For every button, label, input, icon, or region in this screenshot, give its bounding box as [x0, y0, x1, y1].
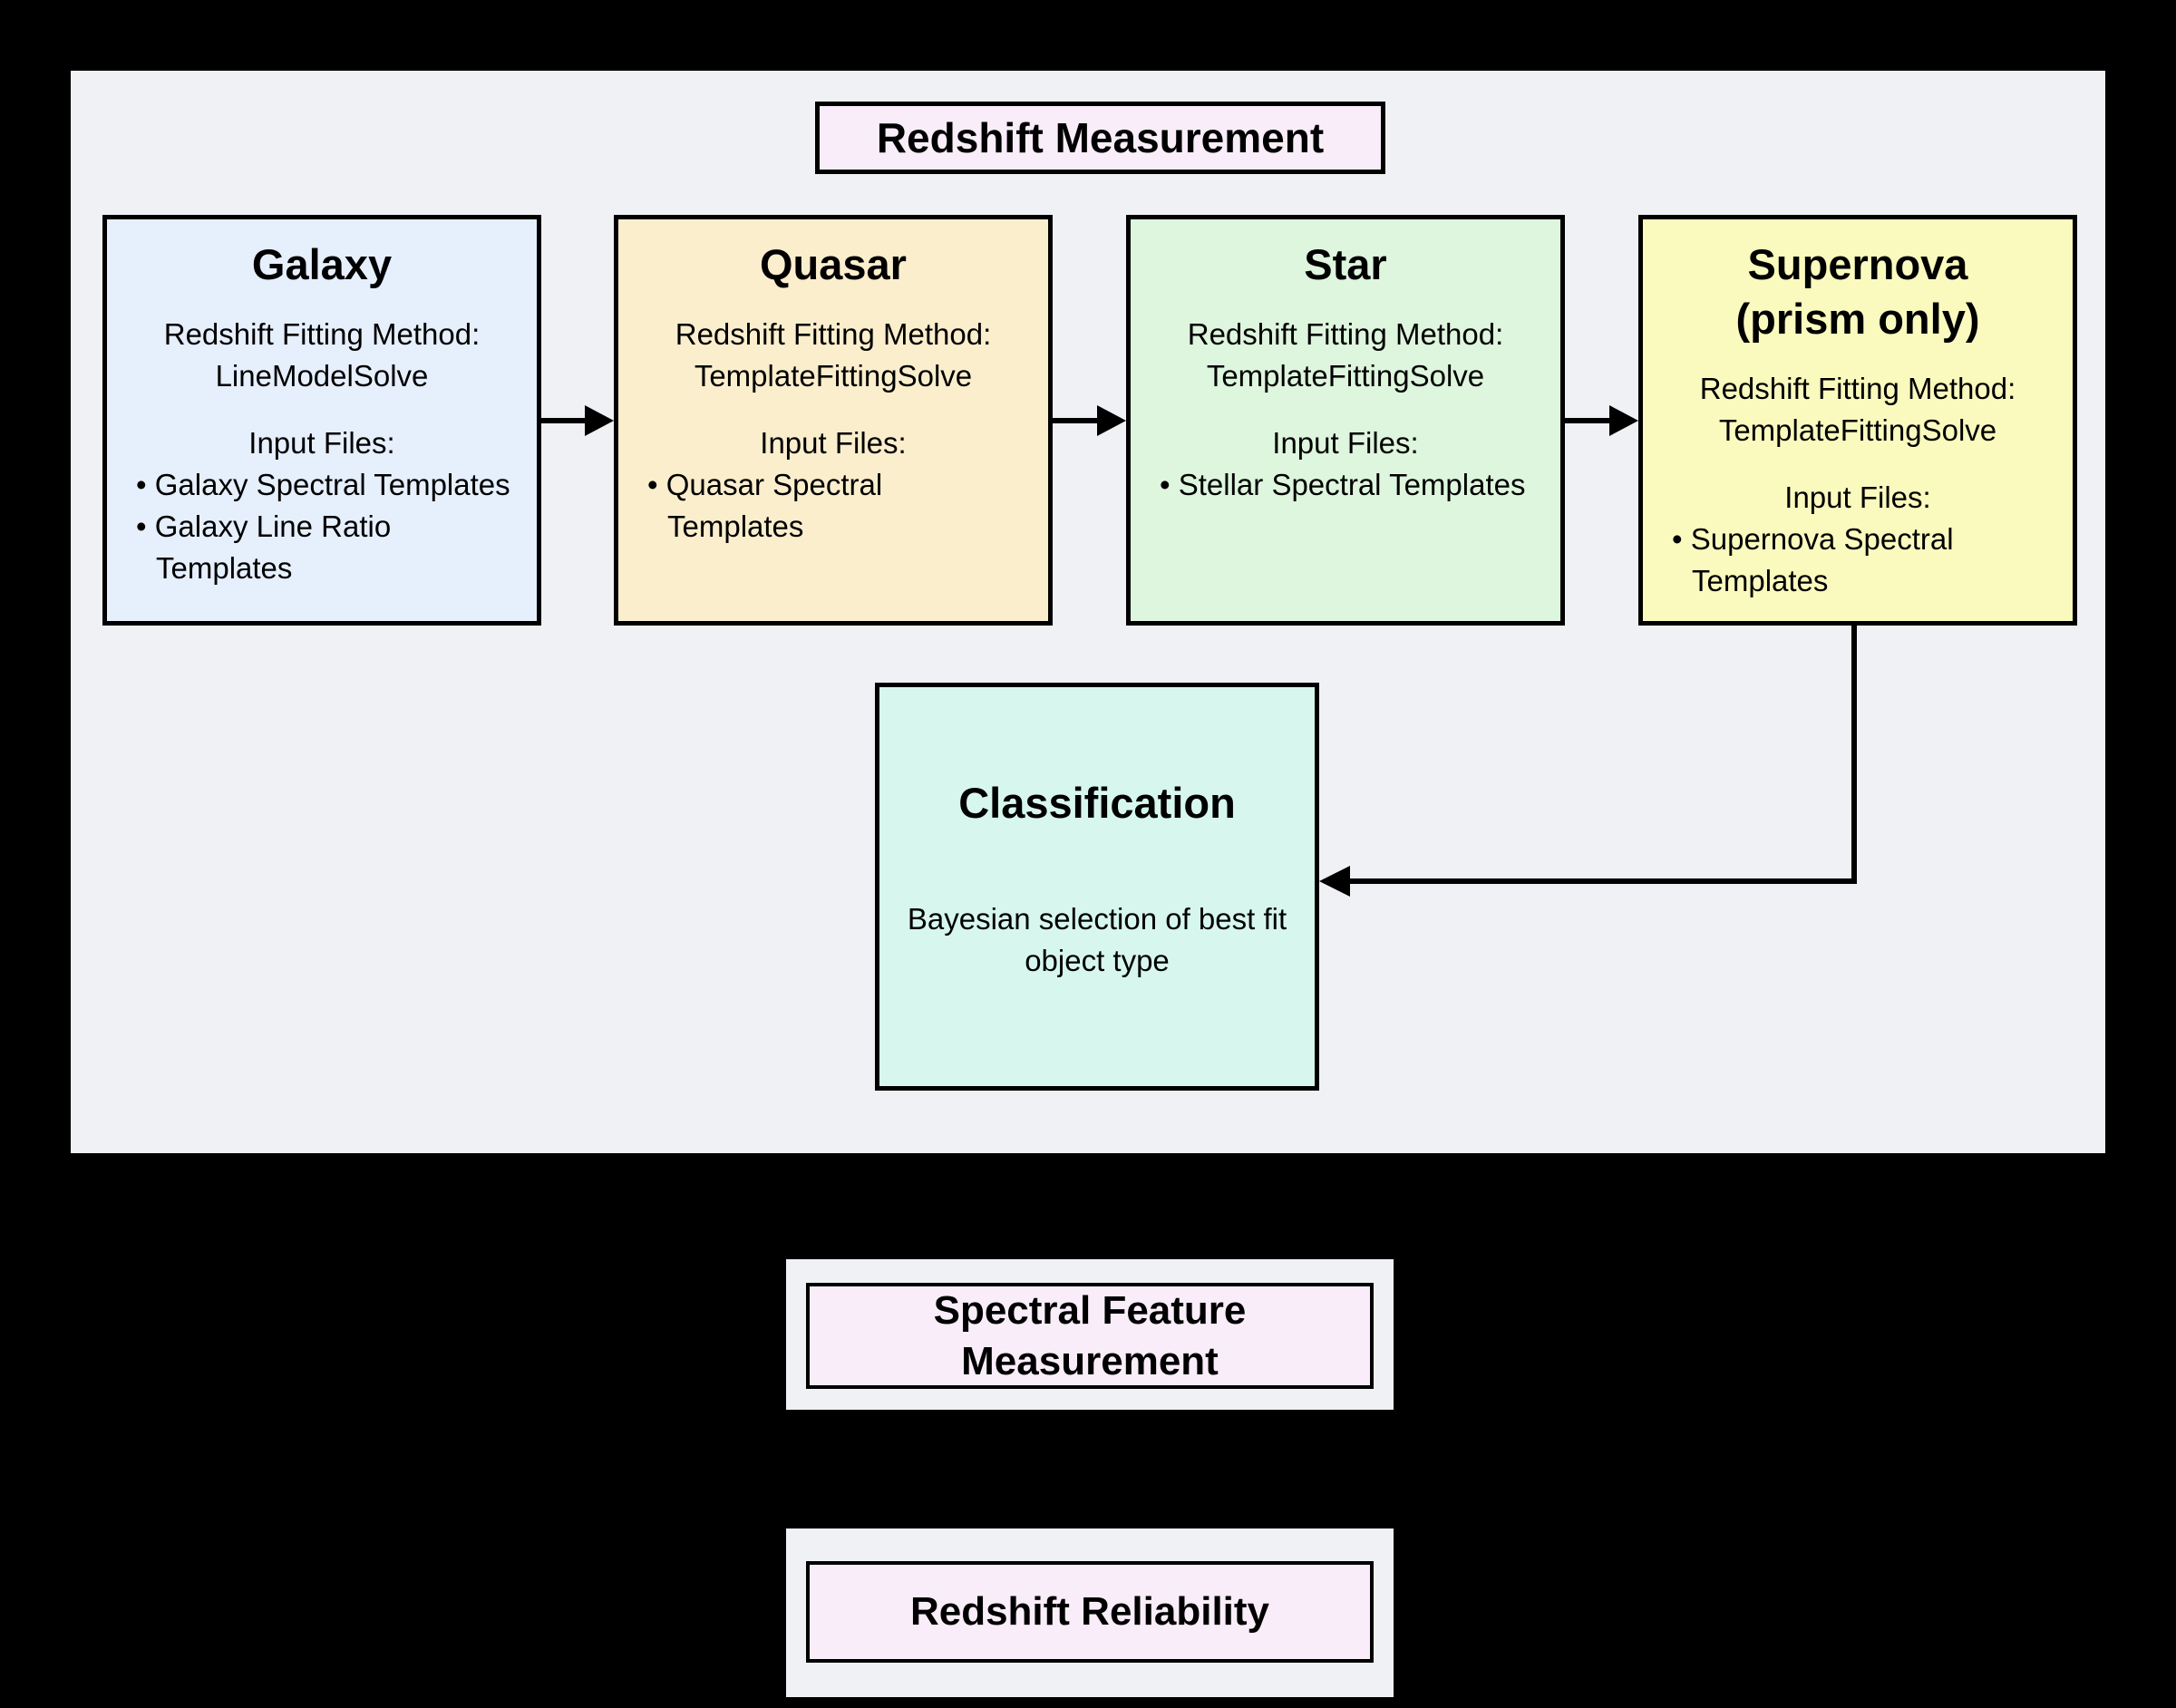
quasar-input-list: Quasar Spectral Templates — [636, 464, 1030, 548]
galaxy-box: Galaxy Redshift Fitting Method: LineMode… — [102, 215, 541, 626]
supernova-input-list: Supernova Spectral Templates — [1661, 519, 2055, 602]
redshift-measurement-panel: Redshift Measurement Galaxy Redshift Fit… — [71, 71, 2105, 1153]
galaxy-input-list: Galaxy Spectral Templates Galaxy Line Ra… — [125, 464, 519, 589]
list-item: Stellar Spectral Templates — [1179, 464, 1542, 506]
redshift-reliability-container: Redshift Reliability — [786, 1528, 1394, 1697]
redshift-measurement-title-box: Redshift Measurement — [815, 102, 1385, 174]
supernova-input-files-label: Input Files: — [1784, 480, 1931, 514]
spectral-feature-measurement-container: Spectral Feature Measurement — [786, 1259, 1394, 1410]
star-heading: Star — [1304, 240, 1387, 288]
star-method: Redshift Fitting Method: TemplateFitting… — [1187, 317, 1504, 393]
list-item: Supernova Spectral Templates — [1691, 519, 2055, 602]
spectral-feature-measurement-box: Spectral Feature Measurement — [806, 1283, 1374, 1389]
supernova-heading: Supernova (prism only) — [1735, 240, 1980, 343]
supernova-to-classification-vertical-line — [1851, 624, 1857, 884]
arrow-right-icon — [585, 405, 614, 436]
arrow-star-to-supernova-line — [1565, 418, 1610, 423]
quasar-input-files-label: Input Files: — [760, 426, 907, 460]
supernova-box: Supernova (prism only) Redshift Fitting … — [1638, 215, 2077, 626]
galaxy-method: Redshift Fitting Method: LineModelSolve — [163, 317, 481, 393]
arrow-galaxy-to-quasar-line — [541, 418, 587, 423]
classification-description: Bayesian selection of best fit object ty… — [907, 902, 1287, 977]
arrow-quasar-to-star-line — [1053, 418, 1098, 423]
quasar-method: Redshift Fitting Method: TemplateFitting… — [675, 317, 992, 393]
list-item: Galaxy Spectral Templates — [155, 464, 519, 506]
classification-heading: Classification — [958, 779, 1236, 827]
redshift-reliability-label: Redshift Reliability — [909, 1589, 1270, 1634]
supernova-to-classification-horizontal-line — [1350, 878, 1857, 884]
classification-box: Classification Bayesian selection of bes… — [875, 683, 1319, 1091]
star-input-files-label: Input Files: — [1272, 426, 1419, 460]
galaxy-heading: Galaxy — [251, 240, 393, 288]
list-item: Quasar Spectral Templates — [666, 464, 1030, 548]
arrow-left-icon — [1319, 866, 1350, 897]
star-input-list: Stellar Spectral Templates — [1149, 464, 1542, 506]
quasar-box: Quasar Redshift Fitting Method: Template… — [614, 215, 1053, 626]
supernova-method: Redshift Fitting Method: TemplateFitting… — [1699, 372, 2016, 447]
redshift-reliability-box: Redshift Reliability — [806, 1561, 1374, 1663]
galaxy-input-files-label: Input Files: — [248, 426, 395, 460]
quasar-heading: Quasar — [760, 240, 907, 288]
spectral-feature-measurement-label: Spectral Feature Measurement — [933, 1287, 1247, 1383]
list-item: Galaxy Line Ratio Templates — [155, 506, 519, 589]
arrow-right-icon — [1097, 405, 1126, 436]
redshift-measurement-title: Redshift Measurement — [876, 114, 1325, 161]
star-box: Star Redshift Fitting Method: TemplateFi… — [1126, 215, 1565, 626]
arrow-right-icon — [1609, 405, 1638, 436]
